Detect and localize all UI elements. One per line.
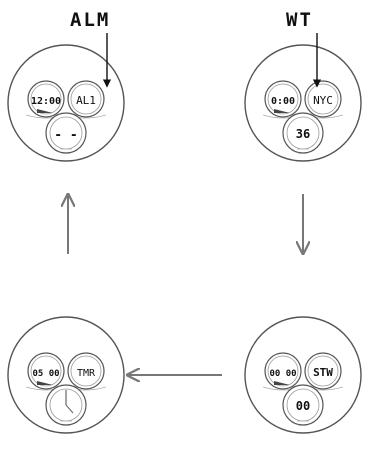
watch-face-stopwatch: 00 00 STW 00 [244, 316, 362, 434]
alarm-mode-heading: ALM [70, 9, 111, 31]
right-subdial [304, 80, 342, 118]
bottom-subdial [282, 384, 324, 426]
left-lcd-display: 05 00 [32, 369, 59, 379]
left-lcd-display: 12:00 [31, 96, 61, 107]
left-subdial [27, 352, 65, 390]
left-subdial [27, 80, 65, 118]
bottom-lcd-display: - - [54, 128, 77, 143]
bottom-lcd-display: 00 [296, 399, 310, 413]
watch-bezel [7, 44, 125, 162]
watch-bezel [244, 44, 362, 162]
right-lcd-display: NYC [313, 94, 333, 107]
right-lcd-display: TMR [77, 368, 96, 379]
left-lcd-display: 00 00 [269, 369, 296, 379]
right-subdial [304, 352, 342, 390]
left-subdial [264, 80, 302, 118]
left-lcd-display: 0:00 [271, 96, 295, 107]
bottom-subdial [282, 112, 324, 154]
watch-bezel [244, 316, 362, 434]
right-lcd-display: STW [313, 366, 333, 379]
right-subdial [67, 80, 105, 118]
bottom-lcd-display: 36 [296, 127, 310, 141]
watch-face-timer: 05 00 TMR [7, 316, 125, 434]
right-lcd-display: AL1 [76, 94, 96, 107]
world-time-mode-heading: WT [286, 9, 313, 31]
watch-bezel [7, 316, 125, 434]
bottom-subdial [45, 112, 87, 154]
right-subdial [67, 352, 105, 390]
subdial-hand [65, 404, 74, 414]
watch-face-world-time: 0:00 NYC 36 [244, 44, 362, 162]
left-subdial [264, 352, 302, 390]
watch-face-alarm: 12:00 AL1 - - [7, 44, 125, 162]
